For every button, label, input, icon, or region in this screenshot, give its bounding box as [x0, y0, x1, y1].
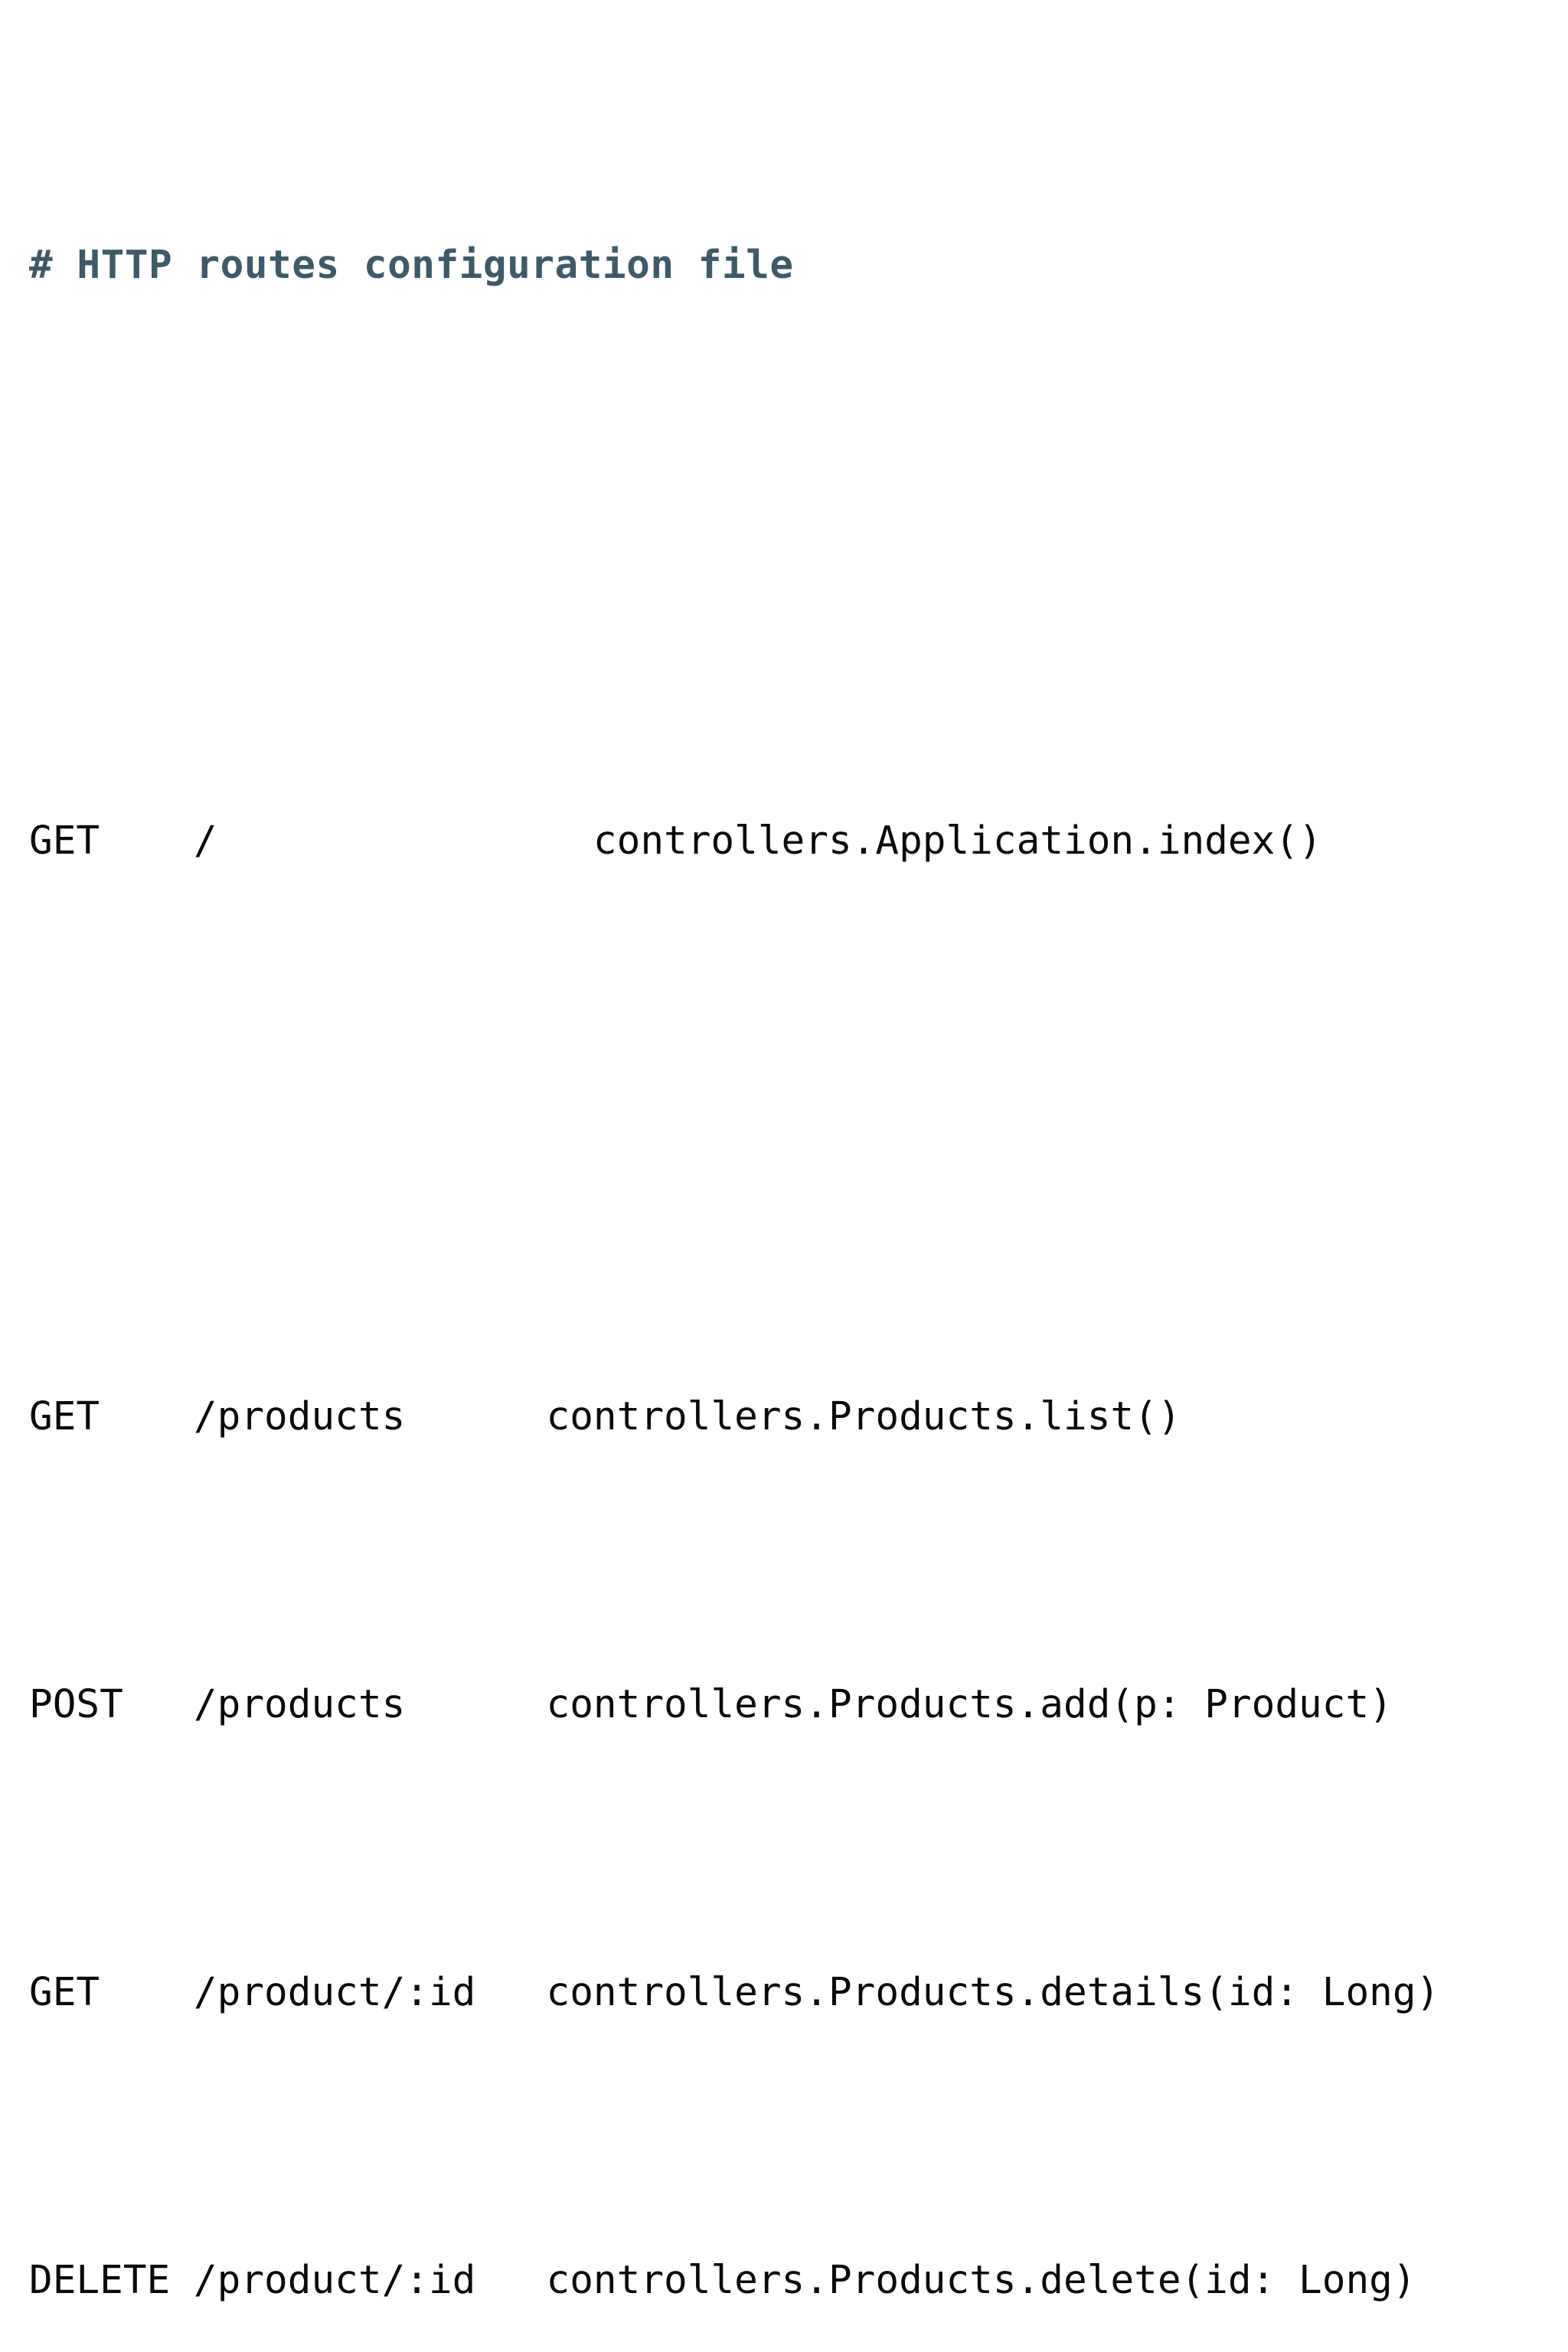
blank-line-1	[29, 518, 1510, 590]
route-line-index: GET / controllers.Application.index()	[29, 818, 1322, 864]
route-line-products-list: GET /products controllers.Products.list(…	[29, 1394, 1181, 1439]
blank-line-2	[29, 1093, 1510, 1165]
routes-code-block: # HTTP routes configuration file GET / c…	[29, 14, 1510, 2352]
route-line-products-add: POST /products controllers.Products.add(…	[29, 1682, 1393, 1727]
route-line-product-details: GET /product/:id controllers.Products.de…	[29, 1970, 1440, 2015]
routes-file-viewer: # HTTP routes configuration file GET / c…	[29, 243, 1440, 2303]
header-comment-line: # HTTP routes configuration file	[29, 243, 794, 288]
route-line-product-delete: DELETE /product/:id controllers.Products…	[29, 2258, 1416, 2303]
